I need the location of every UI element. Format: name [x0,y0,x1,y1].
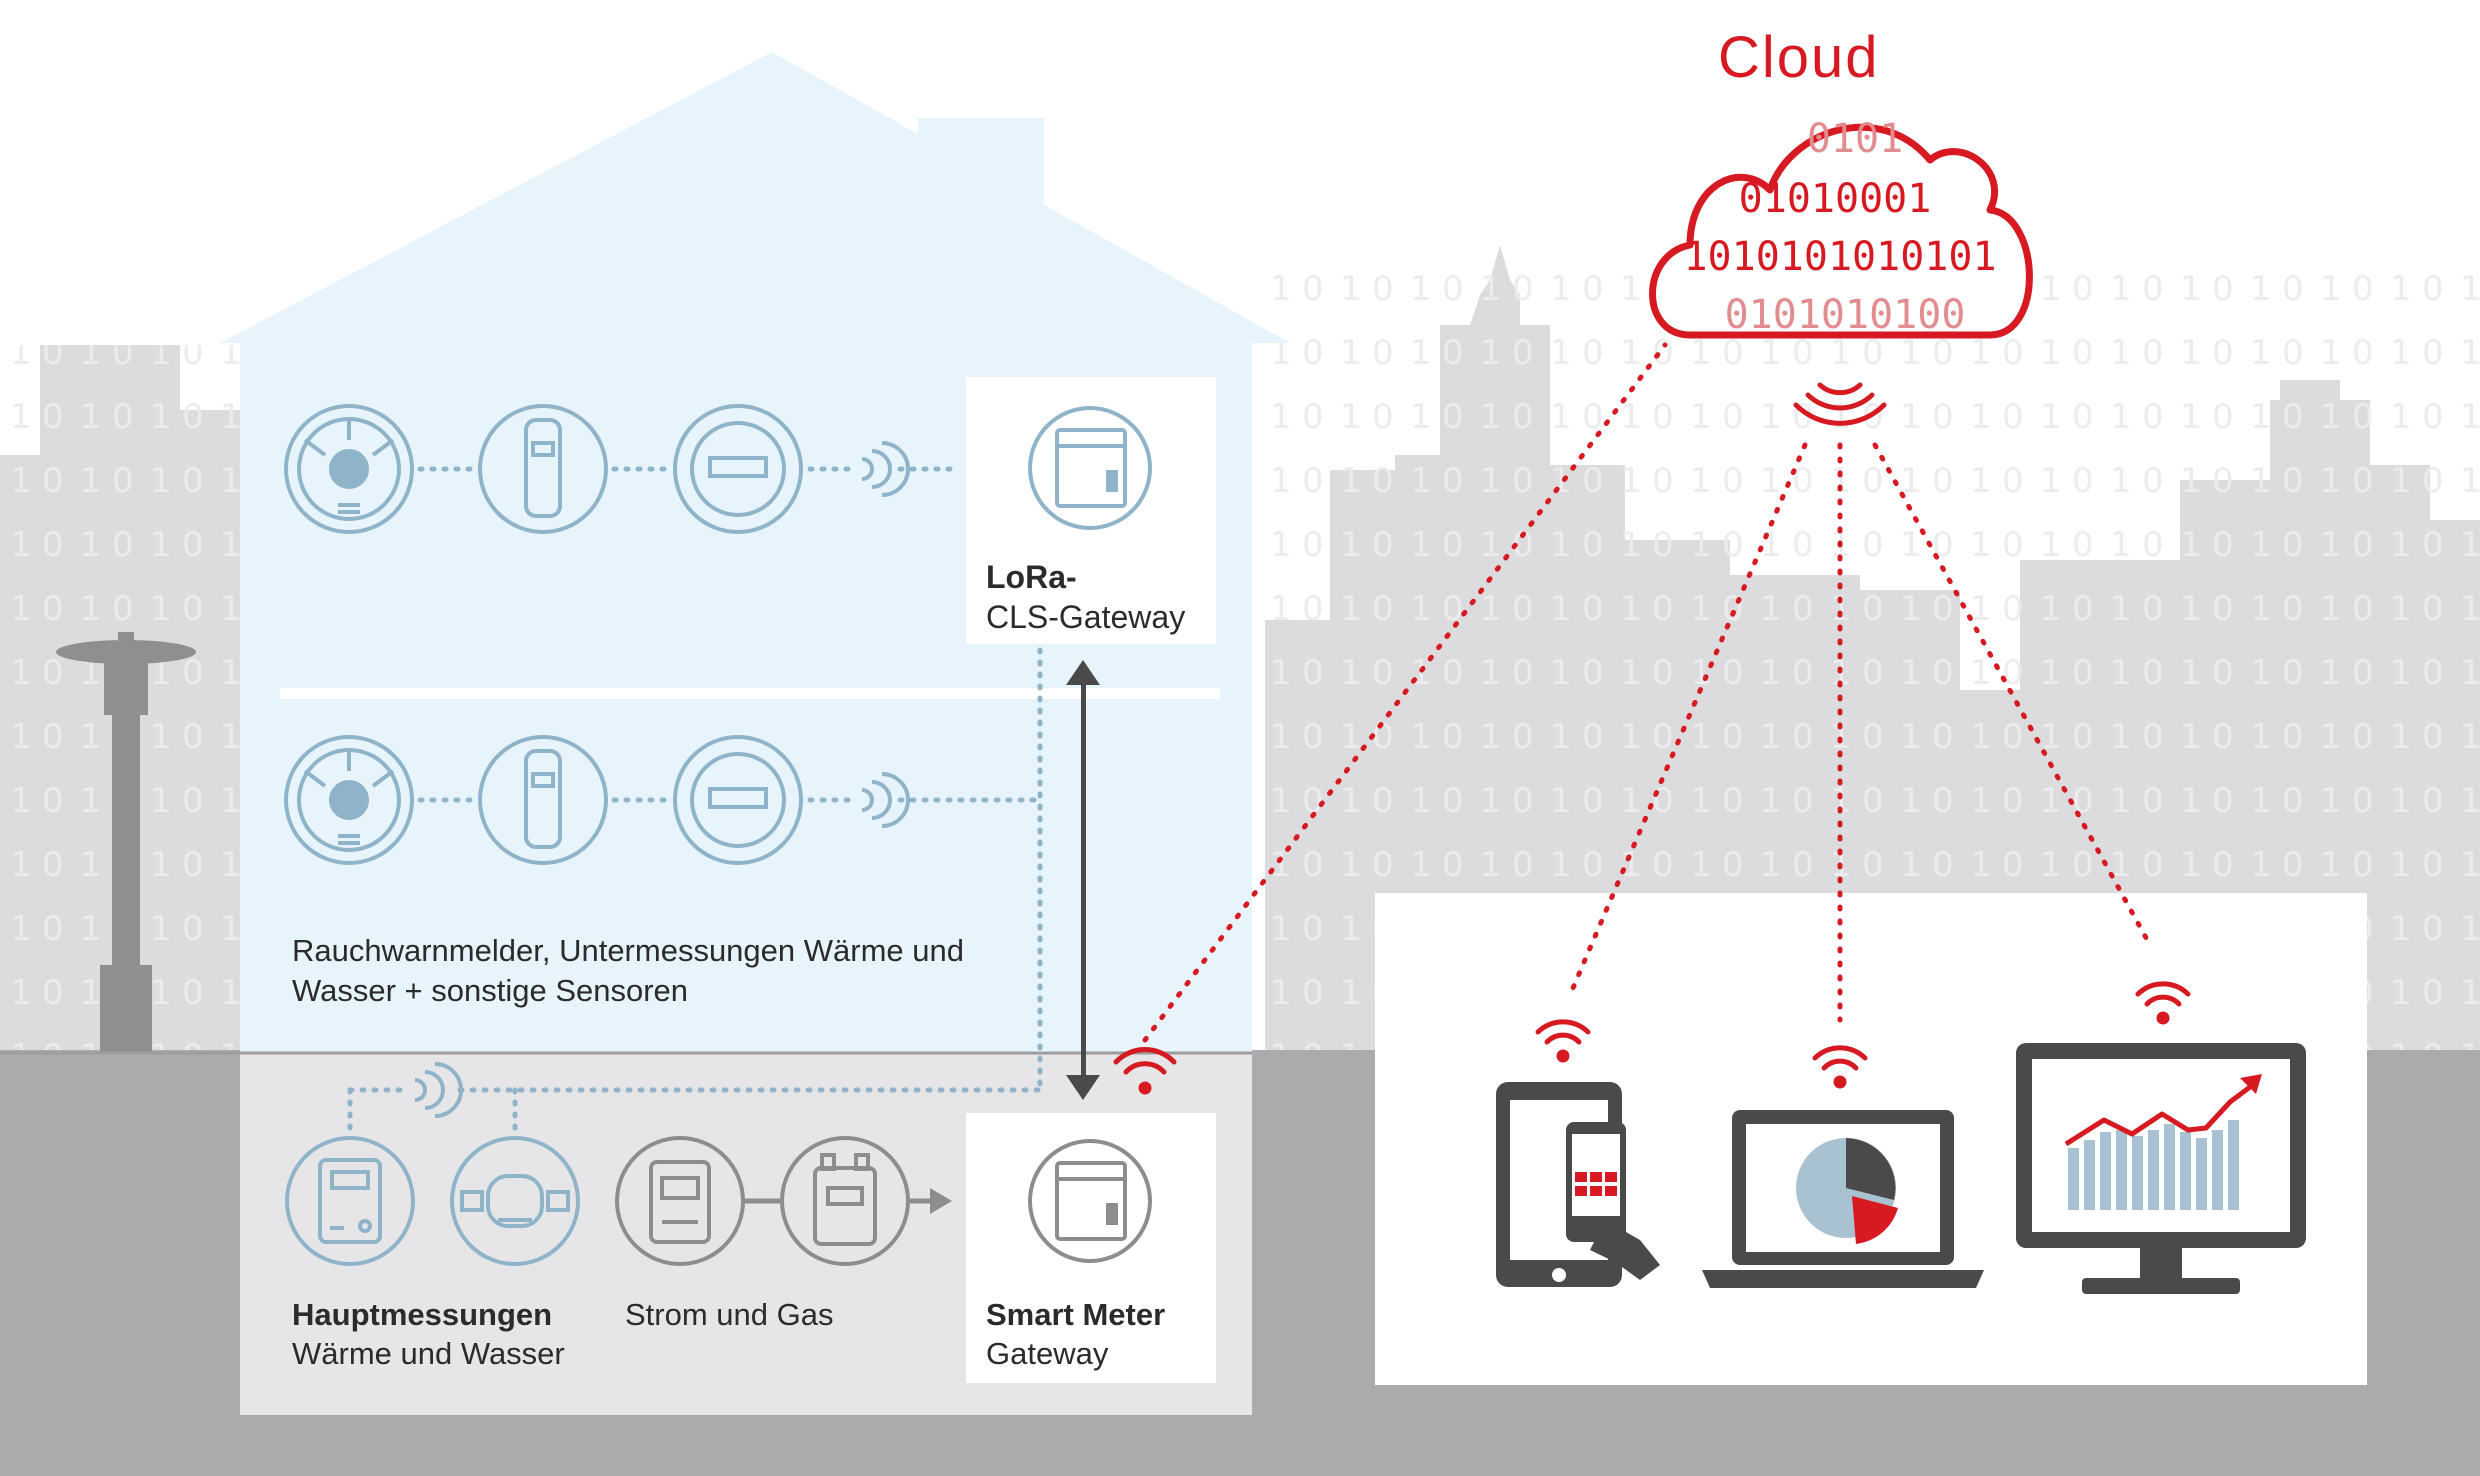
gateway-icon [1028,406,1152,530]
heat-meter-icon [673,735,803,865]
power-gas-label: Strom und Gas [625,1297,834,1332]
heat-meter-icon [285,1136,415,1266]
laptop-icon [1702,1110,1984,1288]
lora-gateway-title: LoRa- [986,559,1077,595]
smart-meter-title: Smart Meter [986,1297,1166,1332]
upper-floor-caption-line-2: Wasser + sonstige Sensoren [292,973,689,1008]
lora-gateway-box [966,377,1216,644]
svg-text:01010001: 01010001 [1739,176,1932,222]
smoke-detector-icon [284,735,414,865]
smart-meter-gateway-box [966,1113,1216,1383]
gateway-connection-arrow [1066,660,1100,1100]
upper-floor-caption-line-1: Rauchwarnmelder, Untermessungen Wärme un… [292,933,964,968]
wireless-icon [861,772,910,828]
heat-meter-icon [673,404,803,534]
main-meters-subtitle: Wärme und Wasser [292,1336,565,1371]
monitor-wifi-icon [2135,981,2191,1025]
electricity-meter-icon [615,1136,745,1266]
cloud-binary: 0101 01010001 1010101010101 0101010100 [1683,116,1996,338]
svg-text:1010101010101: 1010101010101 [1683,234,1996,280]
basement-wireless-link [347,1062,1043,1133]
power-gas-devices [615,1136,952,1266]
smartphone-icon [1496,1082,1660,1287]
upper-floor-row-1 [284,404,961,534]
gateway-icon [1028,1139,1152,1263]
sensor-icon [478,404,608,534]
main-meter-devices [285,1136,580,1266]
monitor-icon [2016,1043,2306,1294]
water-meter-icon [450,1136,580,1266]
gas-meter-icon [780,1136,910,1266]
lora-gateway-subtitle: CLS-Gateway [986,599,1186,635]
cloud-icon [1649,123,2033,339]
smoke-detector-icon [284,404,414,534]
street-lamp-icon [56,632,196,1052]
cloud-title: Cloud [1718,25,1880,90]
smartphone-wifi-icon [1535,1019,1591,1063]
svg-text:0101010100: 0101010100 [1725,292,1966,338]
wireless-icon [861,441,910,497]
laptop-wifi-icon [1812,1045,1868,1089]
cloud-connection-lines [1142,342,2153,1043]
smart-meter-wifi-icon [1113,1047,1177,1095]
main-meters-title: Hauptmessungen [292,1297,553,1332]
cloud-wifi-icon [1793,382,1887,426]
floor-divider [280,688,1220,699]
upper-floor-row-2 [284,735,1043,865]
smart-meter-subtitle: Gateway [986,1336,1109,1371]
svg-text:0101: 0101 [1807,116,1903,162]
sensor-icon [478,735,608,865]
